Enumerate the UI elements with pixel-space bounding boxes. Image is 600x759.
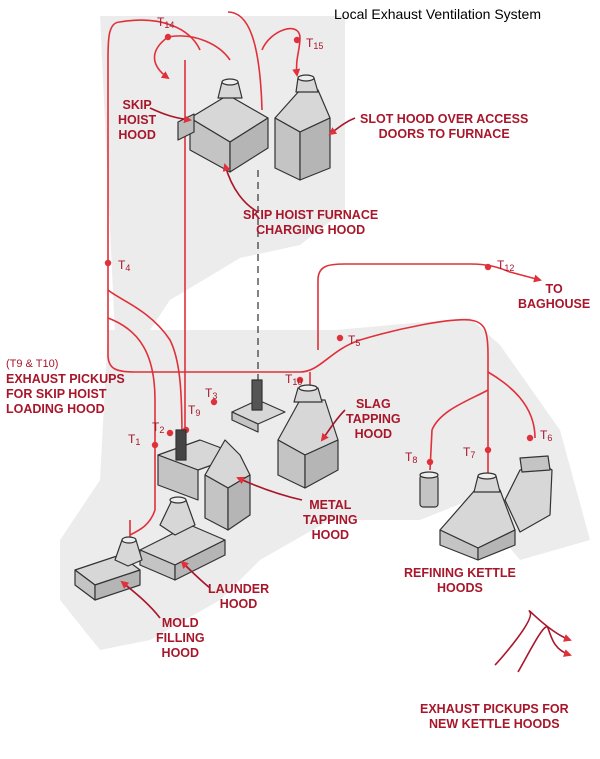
duct-t15-loop [227, 11, 263, 111]
tp-label-t2: T2 [152, 420, 165, 435]
tp-label-t14: T14 [157, 15, 175, 30]
skip-hoist-furnace-hood [177, 78, 269, 173]
tp-label-t12: T12 [497, 258, 515, 273]
duct-t8-branch [429, 389, 489, 471]
tp-label-t9: T9 [188, 403, 201, 418]
tp-label-t4: T4 [118, 258, 131, 273]
duct-network [107, 11, 542, 540]
dot-t3 [210, 398, 218, 406]
bg-blob-top [100, 16, 345, 335]
dot-t7 [484, 446, 492, 454]
dot-t1 [151, 441, 159, 449]
mold-filling-hood [74, 536, 143, 601]
arrow-metal [236, 476, 303, 501]
dot-t6 [526, 434, 534, 442]
tp-label-t6: T6 [540, 428, 553, 443]
tp-label-t3: T3 [205, 386, 218, 401]
metal-tapping-hood [157, 429, 251, 531]
skip-loading-hood [231, 379, 286, 433]
duct-t6-branch [487, 371, 536, 439]
pointer-arrows [120, 107, 572, 673]
refining-kettle-hoods [419, 455, 553, 561]
dot-t12 [484, 263, 492, 271]
tp-label-t15: T15 [306, 36, 324, 51]
tp-label-t10: T10 [285, 372, 303, 387]
duct-t14-arrow-a [153, 36, 170, 80]
diagram-title: Local Exhaust Ventilation System [334, 6, 542, 22]
duct-t12-main [317, 263, 542, 350]
arrow-new-kettle-b [517, 626, 572, 673]
duct-t14-arrow-b [167, 35, 231, 61]
dot-t10 [296, 376, 304, 384]
duct-t4-branch [107, 289, 183, 441]
dot-t5 [336, 334, 344, 342]
tp-label-t8: T8 [405, 450, 418, 465]
duct-t14-loop [119, 19, 201, 51]
duct-t15-hook [261, 27, 301, 77]
dot-t2 [166, 429, 174, 437]
tp-label-t1: T1 [128, 432, 141, 447]
arrow-slag [320, 409, 346, 442]
hoods [74, 74, 553, 601]
duct-t5-main [299, 318, 489, 475]
arrow-furnace [222, 163, 259, 213]
tp-label-t5: T5 [348, 333, 361, 348]
arrow-slot-hood [328, 117, 356, 136]
bg-blob-center [60, 318, 590, 650]
dot-t8 [426, 458, 434, 466]
arrow-mold [120, 580, 161, 619]
duct-t1-branch [107, 317, 156, 536]
arrow-new-kettle-a [494, 610, 572, 666]
arrow-launder [180, 560, 211, 589]
duct-t4-main [107, 21, 300, 373]
slot-hood [274, 74, 331, 181]
tp-label-t7: T7 [463, 445, 476, 460]
dot-t15 [293, 36, 301, 44]
launder-hood [139, 496, 226, 581]
dot-t14 [164, 33, 172, 41]
arrow-skip-hoist [149, 107, 192, 124]
dot-t4 [104, 259, 112, 267]
